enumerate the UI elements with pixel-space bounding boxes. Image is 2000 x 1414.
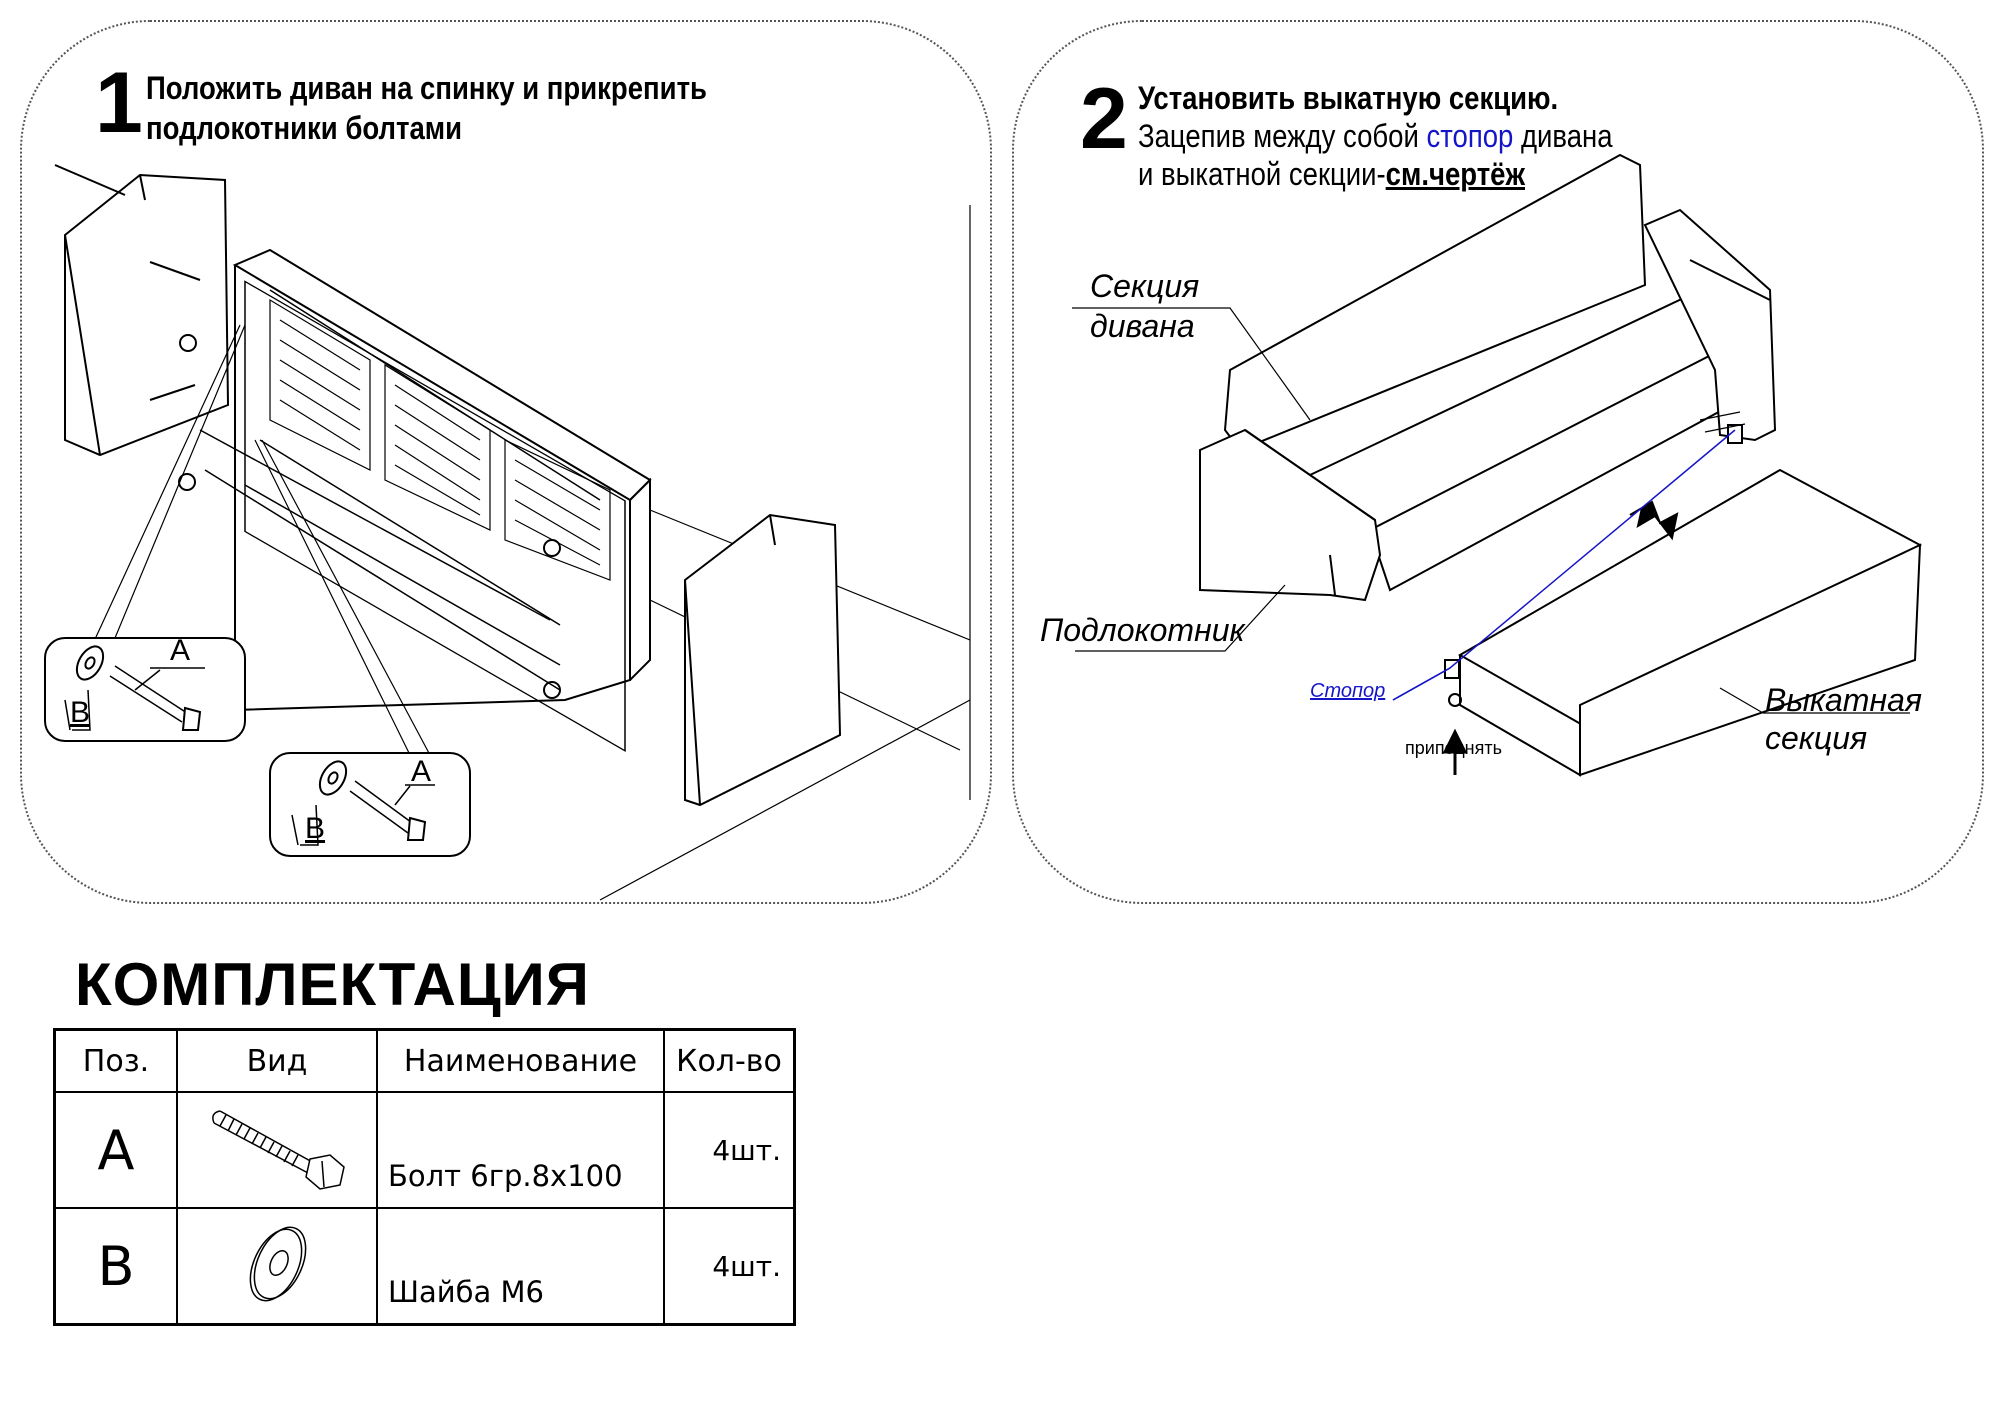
washer-icon [249, 1226, 307, 1301]
step1-panel [20, 20, 992, 904]
kit-title: КОМПЛЕКТАЦИЯ [75, 951, 590, 1018]
row-qty: 4шт. [663, 1207, 796, 1326]
see-drawing-link: см.чертёж [1385, 156, 1525, 192]
kit-table: Поз. Вид Наименование Кол-во A Болт 6гр.… [53, 1028, 796, 1326]
header-pos: Поз. [53, 1028, 178, 1093]
bolt-icon [212, 1109, 345, 1190]
label-sofa-section-1: Секция [1090, 268, 1200, 304]
header-name: Наименование [376, 1028, 665, 1093]
header-qty: Кол-во [663, 1028, 796, 1093]
label-lift: приподнять [1405, 738, 1502, 758]
step1-number: 1 [95, 55, 143, 151]
label-armrest: Подлокотник [1040, 612, 1245, 648]
step2-panel [1012, 20, 1984, 904]
row-pos: B [53, 1207, 178, 1326]
callout2-label-b: B [305, 812, 326, 845]
row-name: Болт 6гр.8х100 [376, 1091, 665, 1209]
callout1-label-b: B [70, 696, 91, 729]
label-sofa-section-2: дивана [1090, 308, 1195, 344]
row-view [176, 1207, 378, 1326]
header-view: Вид [176, 1028, 378, 1093]
step1-instruction-line1: Положить диван на спинку и прикрепить [146, 70, 707, 106]
label-rollout-1: Выкатная [1765, 682, 1922, 718]
stopper-highlight: стопор [1426, 118, 1514, 154]
step2-instruction-line3: и выкатной секции-см.чертёж [1138, 156, 1525, 192]
row-qty: 4шт. [663, 1091, 796, 1209]
table-row: A Болт 6гр.8х100 4шт. [53, 1091, 796, 1209]
callout2-label-a: A [411, 755, 432, 788]
row-name: Шайба М6 [376, 1207, 665, 1326]
row-pos: A [53, 1091, 178, 1209]
table-header-row: Поз. Вид Наименование Кол-во [53, 1028, 796, 1093]
step1-instruction-line2: подлокотники болтами [146, 110, 463, 146]
step2-instruction-line1: Установить выкатную секцию. [1138, 80, 1559, 116]
step2-instruction-line2: Зацепив между собой стопор дивана [1138, 118, 1613, 154]
label-rollout-2: секция [1765, 720, 1868, 756]
label-stopper: Стопор [1310, 680, 1386, 702]
table-row: B Шайба М6 4шт. [53, 1207, 796, 1326]
callout1-label-a: A [170, 634, 191, 667]
row-view [176, 1091, 378, 1209]
step2-number: 2 [1080, 71, 1128, 167]
